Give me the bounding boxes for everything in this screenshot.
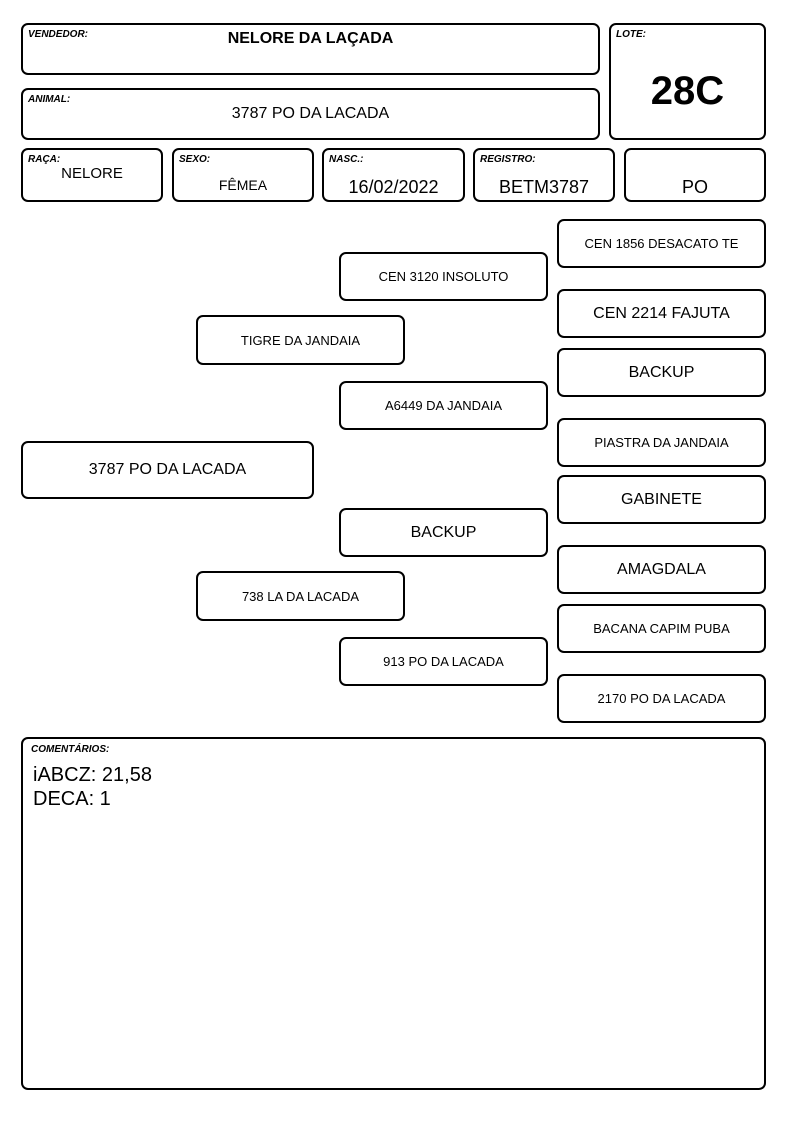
comentarios-label: COMENTÁRIOS: (31, 744, 110, 755)
sexo-label: SEXO: (179, 154, 211, 165)
pedigree-pai: TIGRE DA JANDAIA (196, 315, 405, 365)
vendedor-value: NELORE DA LAÇADA (227, 30, 394, 47)
pedigree-bisavo-7: BACANA CAPIM PUBA (557, 604, 766, 653)
pedigree-animal: 3787 PO DA LACADA (21, 441, 314, 499)
pedigree-avo-paterno: CEN 3120 INSOLUTO (339, 252, 548, 301)
pedigree-bisavo-6: AMAGDALA (557, 545, 766, 594)
pedigree-bisavo-2: CEN 2214 FAJUTA (557, 289, 766, 338)
raca-label: RAÇA: (28, 154, 61, 165)
pedigree-avo-materna: 913 PO DA LACADA (339, 637, 548, 686)
sexo-value: FÊMEA (218, 177, 268, 193)
lote-label: LOTE: (616, 29, 646, 40)
pedigree-bisavo-1: CEN 1856 DESACATO TE (557, 219, 766, 268)
lote-box: LOTE: 28C (609, 23, 766, 140)
pedigree-bisavo-4: PIASTRA DA JANDAIA (557, 418, 766, 467)
sexo-box: SEXO: FÊMEA (172, 148, 314, 202)
pedigree-bisavo-3: BACKUP (557, 348, 766, 397)
comentarios-line-1: iABCZ: 21,58 (33, 764, 152, 786)
comentarios-line-2: DECA: 1 (33, 788, 111, 810)
animal-value: 3787 PO DA LACADA (231, 105, 390, 122)
pedigree-avo-paterna: A6449 DA JANDAIA (339, 381, 548, 430)
raca-box: RAÇA: NELORE (21, 148, 163, 202)
raca-value: NELORE (61, 165, 123, 182)
categoria-box: PO (624, 148, 766, 202)
pedigree-bisavo-5: GABINETE (557, 475, 766, 524)
nasc-box: NASC.: 16/02/2022 (322, 148, 465, 202)
pedigree-mae: 738 LA DA LACADA (196, 571, 405, 621)
vendedor-label: VENDEDOR: (28, 29, 89, 40)
nasc-label: NASC.: (329, 154, 364, 165)
animal-label: ANIMAL: (28, 94, 71, 105)
registro-box: REGISTRO: BETM3787 (473, 148, 615, 202)
pedigree-avo-materno: BACKUP (339, 508, 548, 557)
categoria-value: PO (681, 177, 708, 197)
animal-box: ANIMAL: 3787 PO DA LACADA (21, 88, 600, 140)
pedigree-bisavo-8: 2170 PO DA LACADA (557, 674, 766, 723)
comentarios-box: COMENTÁRIOS: iABCZ: 21,58 DECA: 1 (21, 737, 766, 1090)
nasc-value: 16/02/2022 (348, 177, 439, 197)
lote-value: 28C (650, 69, 725, 113)
registro-label: REGISTRO: (480, 154, 536, 165)
vendedor-box: VENDEDOR: NELORE DA LAÇADA (21, 23, 600, 75)
registro-value: BETM3787 (498, 177, 590, 197)
